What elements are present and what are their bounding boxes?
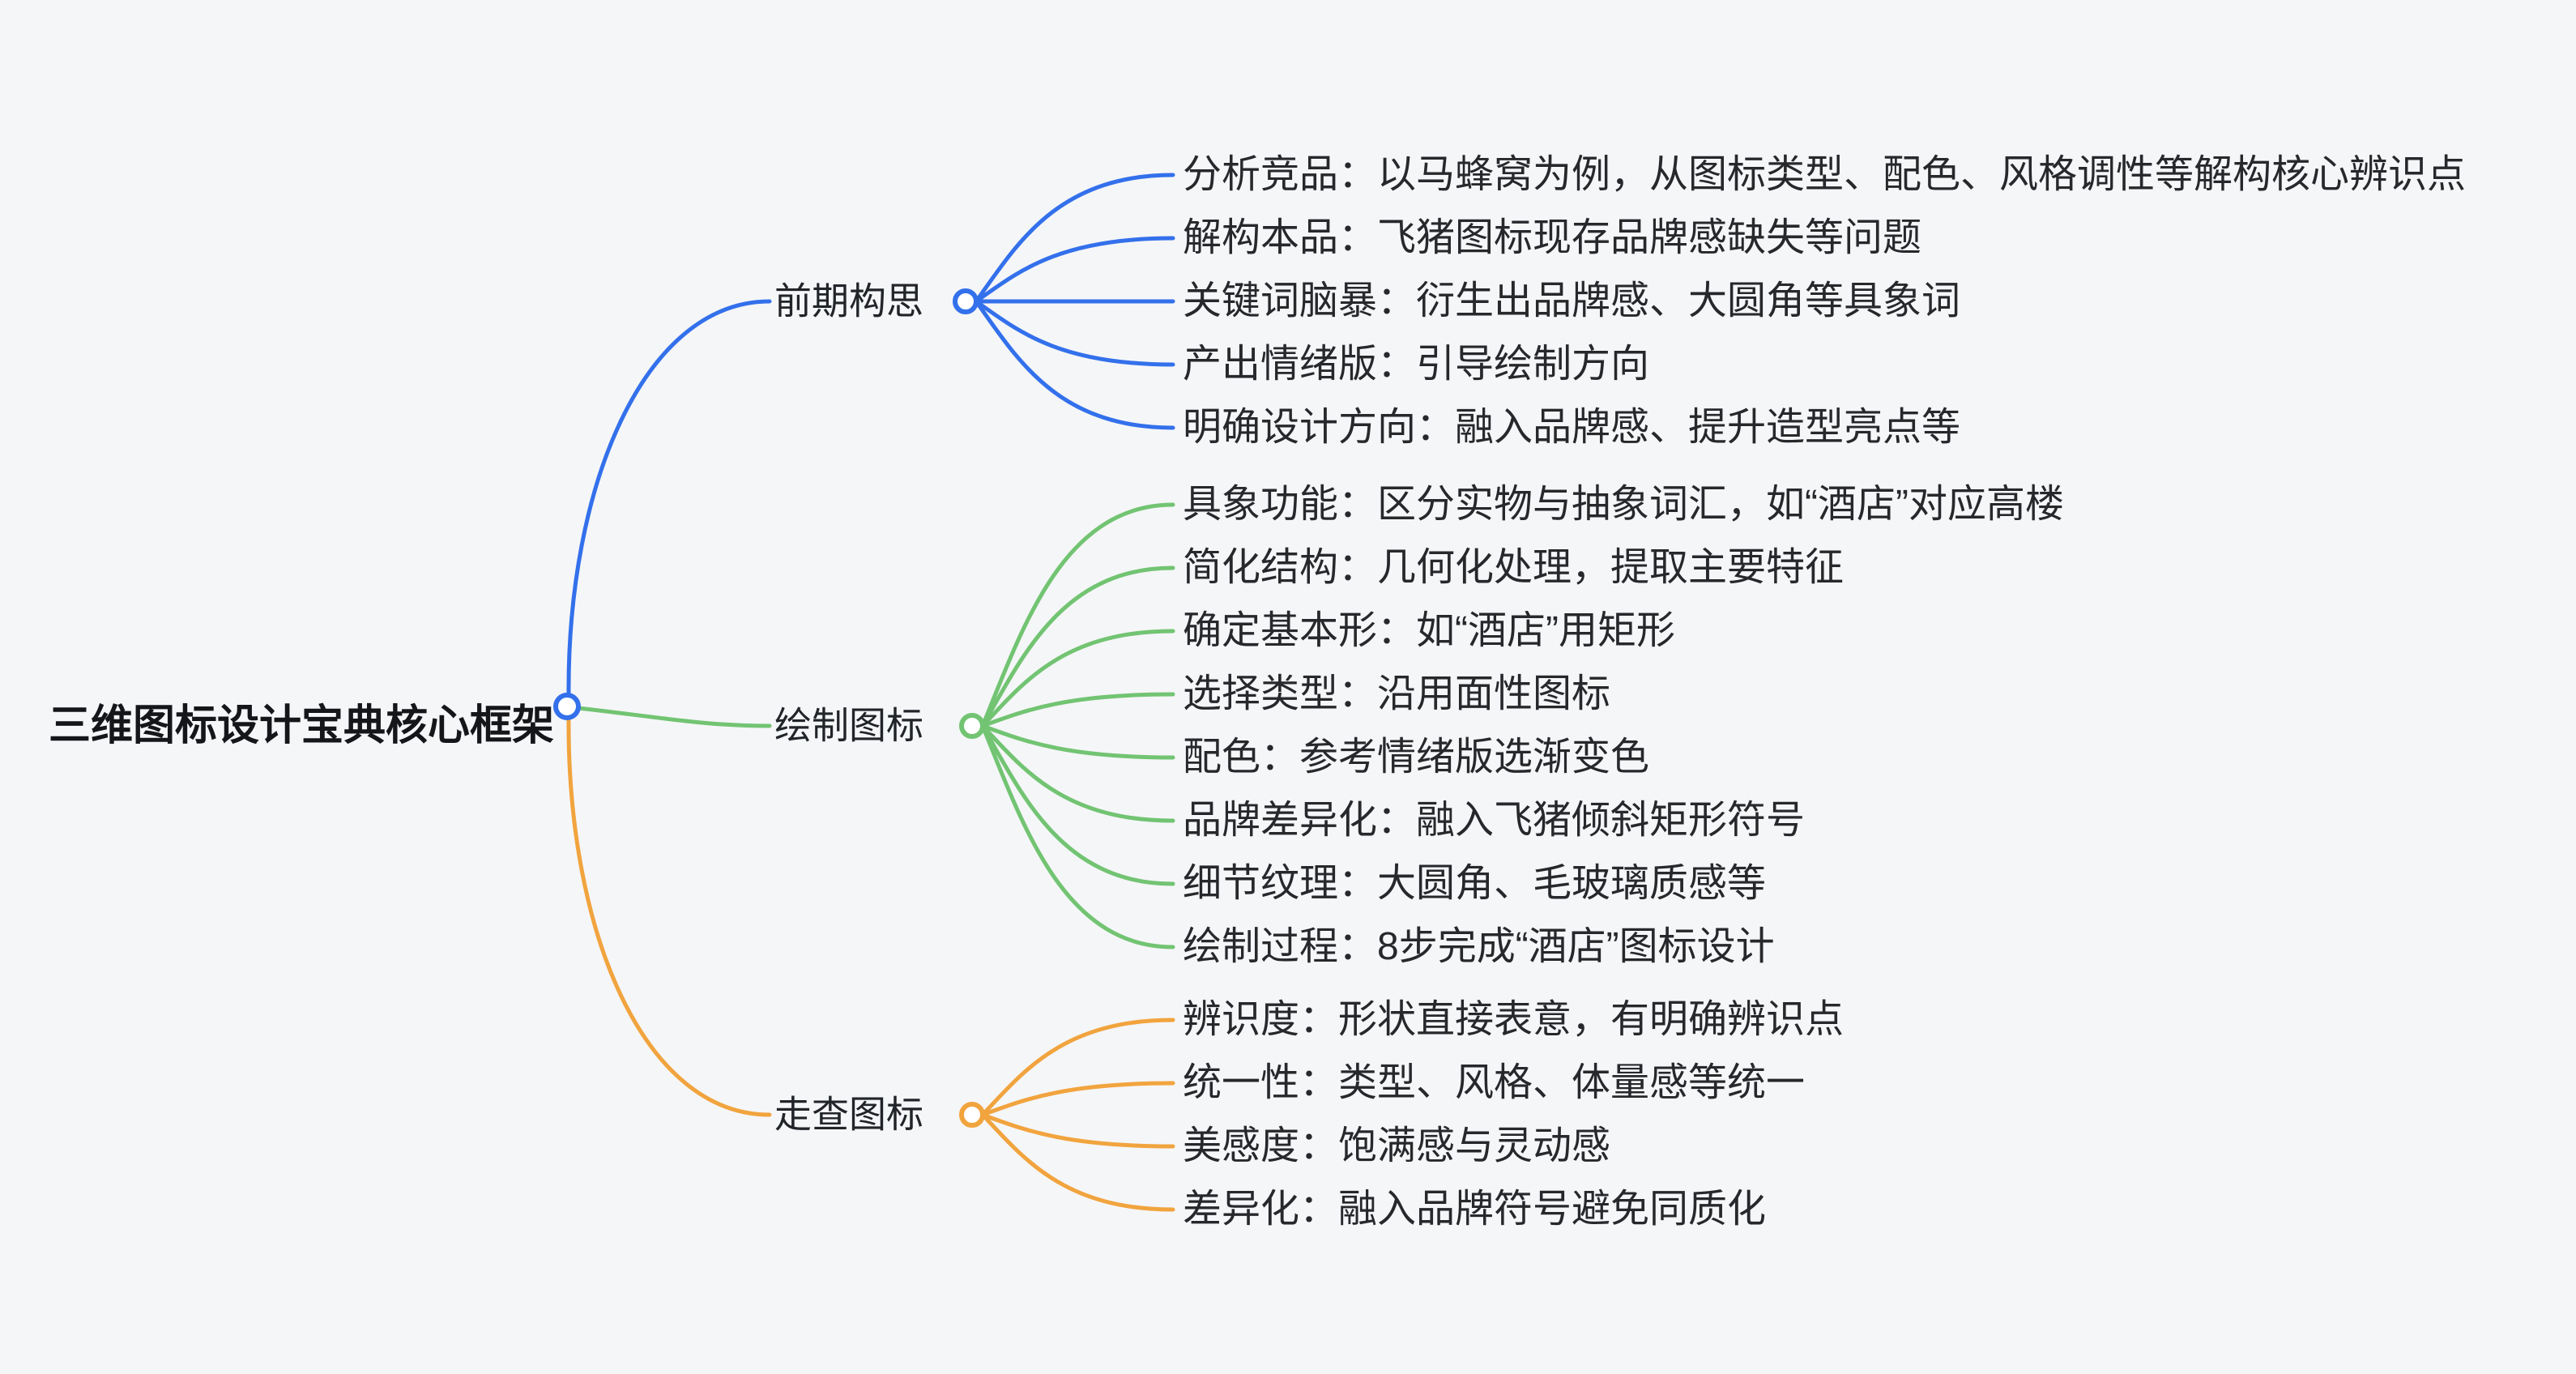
leaf-node[interactable]: 细节纹理：大圆角、毛玻璃质感等	[1183, 862, 1767, 906]
root-node-toggle-icon[interactable]	[553, 693, 581, 720]
root-node[interactable]: 三维图标设计宝典核心框架	[49, 702, 555, 749]
branch-node-0[interactable]: 前期构思	[774, 279, 923, 322]
leaf-node[interactable]: 解构本品：飞猪图标现存品牌感缺失等问题	[1183, 216, 1922, 260]
edge-branch2-leaf0	[980, 1018, 1175, 1117]
leaf-node[interactable]: 简化结构：几何化处理，提取主要特征	[1183, 546, 1845, 590]
leaf-node[interactable]: 绘制过程：8步完成“酒店”图标设计	[1183, 925, 1775, 969]
leaf-node[interactable]: 差异化：融入品牌符号避免同质化	[1183, 1188, 1767, 1231]
leaf-node[interactable]: 选择类型：沿用面性图标	[1183, 672, 1611, 716]
leaf-node[interactable]: 辨识度：形状直接表意，有明确辨识点	[1183, 998, 1845, 1042]
leaf-node[interactable]: 分析竞品：以马蜂窝为例，从图标类型、配色、风格调性等解构核心辨识点	[1183, 153, 2467, 197]
edge-branch0-leaf1	[974, 236, 1175, 304]
edge-branch1-leaf5	[980, 723, 1175, 823]
leaf-node[interactable]: 配色：参考情绪版选渐变色	[1183, 736, 1650, 779]
edge-branch0-leaf4	[974, 299, 1175, 430]
edge-branch2-leaf2	[980, 1112, 1175, 1149]
edge-branch1-leaf6	[980, 723, 1175, 886]
edge-branch2-leaf1	[980, 1081, 1175, 1117]
edge-branch1-leaf3	[980, 692, 1175, 728]
leaf-node[interactable]: 确定基本形：如“酒店”用矩形	[1183, 609, 1675, 653]
branch-1-toggle-icon[interactable]	[959, 713, 985, 739]
edge-root-to-branch-0	[566, 299, 772, 698]
branch-0-toggle-icon[interactable]	[953, 288, 979, 314]
branch-node-2[interactable]: 走查图标	[774, 1093, 923, 1136]
edge-branch0-leaf0	[974, 173, 1175, 304]
edge-branch1-leaf4	[980, 723, 1175, 760]
edge-branch2-leaf3	[980, 1112, 1175, 1212]
leaf-node[interactable]: 关键词脑暴：衍生出品牌感、大圆角等具象词	[1183, 279, 1961, 323]
branch-2-toggle-icon[interactable]	[959, 1102, 985, 1128]
edge-root-to-branch-2	[566, 715, 772, 1117]
leaf-node[interactable]: 明确设计方向：融入品牌感、提升造型亮点等	[1183, 406, 1961, 450]
edge-branch1-leaf2	[980, 629, 1175, 728]
branch-node-1[interactable]: 绘制图标	[774, 704, 923, 747]
leaf-node[interactable]: 统一性：类型、风格、体量感等统一	[1183, 1061, 1806, 1105]
edge-branch0-leaf3	[974, 299, 1175, 367]
edge-branch1-leaf1	[980, 565, 1175, 728]
edge-branch1-leaf0	[980, 502, 1175, 728]
edge-branch1-leaf7	[980, 723, 1175, 949]
leaf-node[interactable]: 产出情绪版：引导绘制方向	[1183, 343, 1650, 386]
leaf-node[interactable]: 具象功能：区分实物与抽象词汇，如“酒店”对应高楼	[1183, 483, 2064, 527]
leaf-node[interactable]: 品牌差异化：融入飞猪倾斜矩形符号	[1183, 799, 1806, 843]
edge-root-to-branch-1	[576, 706, 772, 728]
leaf-node[interactable]: 美感度：饱满感与灵动感	[1183, 1124, 1611, 1168]
